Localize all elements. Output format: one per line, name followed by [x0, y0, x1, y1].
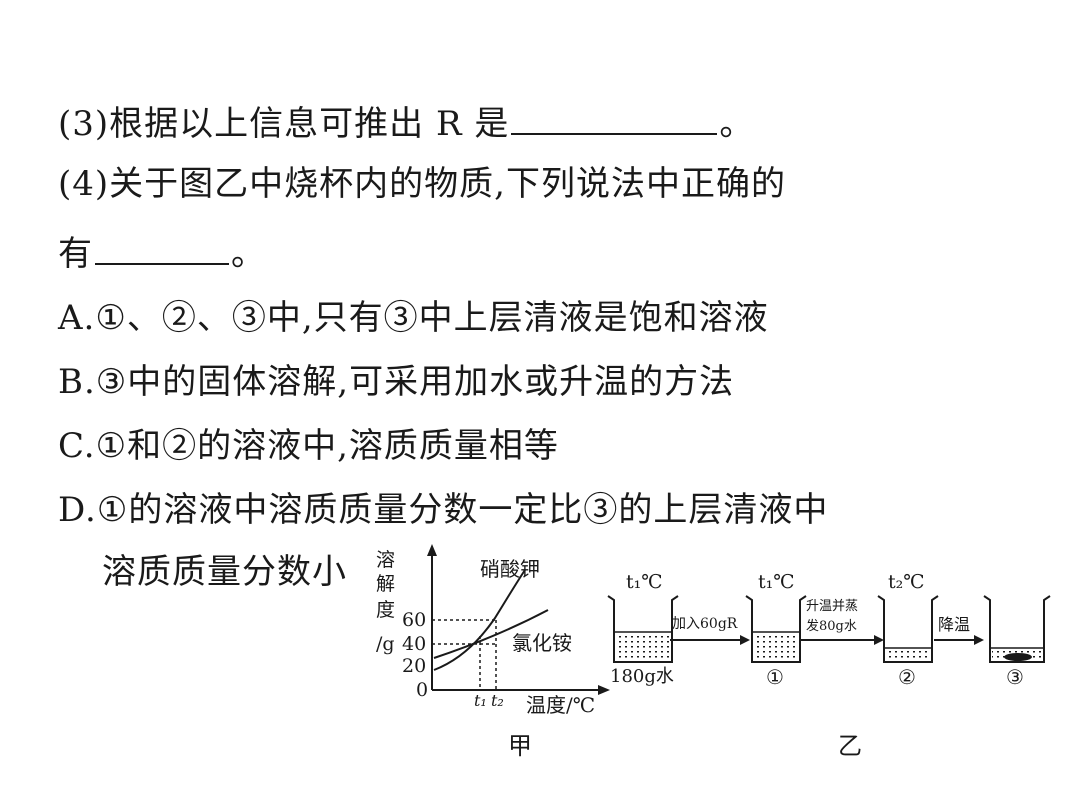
curve-nh4cl: [433, 609, 549, 659]
option-label: C.: [58, 426, 96, 466]
temp-label: t₂℃: [888, 571, 925, 593]
arrow-1-head: [740, 635, 750, 645]
process-diagram: t₁℃ t₁℃ t₂℃ 加入60gR 升温并蒸 发80g水 降温 180g水 ①…: [607, 571, 1051, 689]
arrow-1-label: 加入60gR: [672, 616, 738, 632]
question-4-line2: 有。: [58, 232, 266, 276]
option-c: C.①和②的溶液中,溶质质量相等: [58, 424, 559, 468]
y-tick-60: 60: [402, 609, 426, 631]
beaker-1: [745, 595, 807, 663]
arrow-2-label-2: 发80g水: [806, 618, 857, 634]
curve1-label: 硝酸钾: [480, 557, 540, 581]
figure-jia-caption: 甲: [508, 732, 532, 760]
temp-label: t₁℃: [758, 571, 795, 593]
option-text: ①和②的溶液中,溶质质量相等: [95, 426, 559, 466]
x-tick-t2: t₂: [491, 691, 504, 710]
beaker-0: [607, 595, 679, 663]
x-label: 温度/℃: [526, 693, 595, 717]
option-text: ①、②、③中,只有③中上层清液是饱和溶液: [95, 298, 769, 338]
origin-label: 0: [416, 679, 428, 701]
curve-kno3: [433, 569, 526, 671]
beaker-1-label: ①: [766, 665, 784, 689]
y-label-4: /g: [376, 633, 395, 655]
beaker-2-label: ②: [898, 665, 916, 689]
beaker-3-label: ③: [1006, 665, 1024, 689]
option-text: ①的溶液中溶质质量分数一定比③的上层清液中: [96, 490, 829, 530]
figure-yi-caption: 乙: [838, 732, 862, 760]
option-b: B.③中的固体溶解,可采用加水或升温的方法: [58, 360, 734, 404]
option-label: B.: [58, 362, 96, 402]
arrow-3-label: 降温: [938, 615, 970, 634]
option-d: D.①的溶液中溶质质量分数一定比③的上层清液中: [58, 488, 828, 532]
y-label-2: 解: [376, 573, 395, 595]
question-4-line1: (4)关于图乙中烧杯内的物质,下列说法中正确的: [58, 164, 786, 204]
option-text: ③中的固体溶解,可采用加水或升温的方法: [95, 362, 735, 402]
y-axis-arrow: [427, 544, 437, 556]
x-tick-t1: t₁: [474, 691, 487, 710]
y-label-1: 溶: [376, 549, 395, 571]
answer-blank[interactable]: [95, 233, 229, 265]
arrow-2-head: [874, 635, 884, 645]
arrow-2-label-1: 升温并蒸: [806, 599, 858, 614]
beaker-0-label: 180g水: [610, 666, 674, 687]
answer-blank[interactable]: [511, 103, 718, 135]
beaker-3: [983, 595, 1051, 663]
question-3: (3)根据以上信息可推出 R 是 。: [58, 102, 754, 146]
option-label: D.: [58, 490, 97, 530]
y-tick-20: 20: [402, 655, 426, 677]
question-3-text: (3)根据以上信息可推出 R 是: [58, 104, 510, 144]
option-label: A.: [58, 298, 96, 338]
option-a: A.①、②、③中,只有③中上层清液是饱和溶液: [58, 296, 769, 340]
curve2-label: 氯化铵: [512, 631, 572, 655]
temp-label: t₁℃: [626, 571, 663, 593]
solubility-chart: 溶 解 度 /g 60 40 20 0 硝酸钾 氯化铵 t₁ t₂ 温度/℃: [376, 544, 610, 717]
y-tick-40: 40: [402, 633, 426, 655]
arrow-3-head: [974, 635, 984, 645]
x-axis-arrow: [598, 685, 610, 695]
question-3-end: 。: [719, 104, 755, 144]
question-4-text: 有: [58, 234, 93, 274]
beaker-2: [877, 595, 939, 663]
question-4-end: 。: [231, 234, 266, 274]
y-label-3: 度: [376, 599, 395, 621]
option-d-continued: 溶质质量分数小: [102, 552, 347, 592]
